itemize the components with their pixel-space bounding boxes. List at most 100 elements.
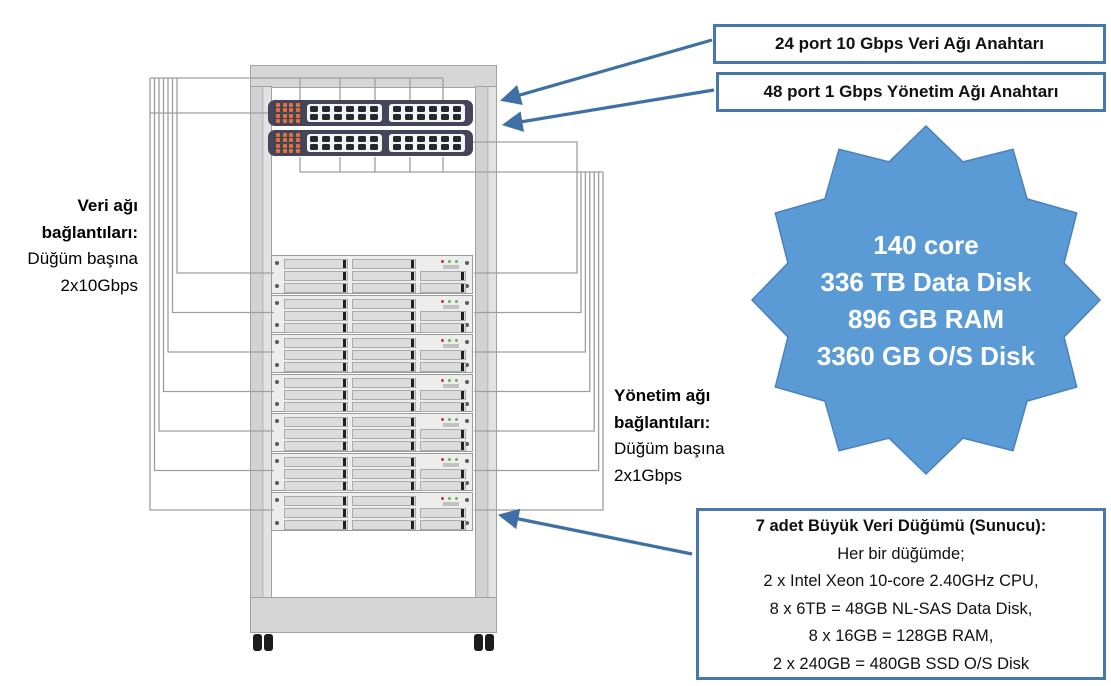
switch-port-strip [306,134,383,152]
server-node [271,452,473,491]
drive-tray [284,362,348,372]
status-led-green [455,339,458,342]
drive-tray [284,310,348,321]
drive-tray [284,338,348,348]
drive-tray [352,283,416,293]
ethernet-port-icon [405,136,414,150]
drive-tray [284,298,348,309]
status-led-red [441,260,444,263]
drive-tray [284,389,348,400]
drive-tray [352,468,416,479]
server-led-panel [420,496,460,506]
drive-tray [352,508,416,518]
drive-tray [420,362,466,372]
status-led-green [448,497,451,500]
rack-caster-left [253,634,273,651]
server-node [271,492,473,531]
switch-led-grid [276,132,300,154]
server-spec-line: 2 x 240GB = 480GB SSD O/S Disk [772,654,1030,673]
ethernet-port-icon [310,106,319,120]
ethernet-port-icon [346,136,355,150]
server-spec-heading: 7 adet Büyük Veri Düğümü (Sunucu): [755,517,1047,535]
status-led-red [441,378,444,382]
drive-tray [420,429,466,439]
drive-tray [352,310,416,321]
drive-tray [284,350,348,360]
ethernet-port-icon [358,106,367,120]
drive-tray [352,441,416,451]
ethernet-port-icon [370,106,379,120]
status-led-green [455,497,458,500]
server-spec-line: 8 x 16GB = 128GB RAM, [808,627,994,645]
drive-tray [420,441,466,451]
ethernet-port-icon [393,106,402,120]
drive-tray [420,283,466,293]
drive-tray [284,456,348,467]
drive-tray [352,338,416,348]
status-led-green [448,339,451,342]
server-node [271,255,473,294]
switch-port-strip [389,104,465,122]
switch-led-grid [276,102,300,124]
rack-base [250,597,497,633]
drive-tray [284,271,348,281]
ethernet-port-icon [370,136,379,150]
ethernet-port-icon [334,106,343,120]
drive-tray [352,496,416,506]
status-led-red [441,457,444,461]
drive-tray [284,322,348,333]
drive-tray [352,377,416,388]
server-led-panel [420,457,460,467]
drive-tray [420,310,466,321]
data-network-note: Veri ağı bağlantıları: Düğüm başına 2x10… [27,196,138,295]
status-led-green [455,457,458,461]
status-led-red [441,299,444,303]
status-led-green [448,260,451,263]
rack-caster-right [474,634,494,651]
mgmt-switch-label-box: 48 port 1 Gbps Yönetim Ağı Anahtarı [716,72,1106,112]
server-spec-line: 2 x Intel Xeon 10-core 2.40GHz CPU, [763,572,1039,590]
drive-tray [420,480,466,491]
drive-tray [284,508,348,518]
status-led-green [455,299,458,303]
server-node [271,334,473,373]
status-led-green [455,378,458,382]
drive-tray [352,456,416,467]
switch-port-strip [306,104,383,122]
drive-tray [284,401,348,412]
star-line-data-disk: 336 TB Data Disk [820,267,1032,297]
drive-tray [284,417,348,427]
drive-tray [352,417,416,427]
drive-tray [284,259,348,269]
ethernet-port-icon [322,136,331,150]
management-network-switch [268,130,473,156]
server-node [271,373,473,412]
drive-tray [284,441,348,451]
star-line-os-disk: 3360 GB O/S Disk [816,341,1036,371]
ethernet-port-icon [405,106,414,120]
summary-star-text: 140 core 336 TB Data Disk 896 GB RAM 336… [776,227,1076,375]
rack-left-rail [250,86,272,598]
ethernet-port-icon [417,106,426,120]
drive-tray [352,271,416,281]
drive-tray [284,377,348,388]
ethernet-port-icon [346,106,355,120]
status-led-red [441,418,444,421]
drive-tray [420,508,466,518]
ethernet-port-icon [358,136,367,150]
arrow-to-data-switch [500,38,713,105]
server-spec-line: Her bir düğümde; [837,544,965,563]
data-switch-label-box: 24 port 10 Gbps Veri Ağı Anahtarı [713,24,1106,64]
status-led-green [448,457,451,461]
star-line-ram: 896 GB RAM [847,304,1005,334]
drive-tray [352,401,416,412]
ethernet-port-icon [417,136,426,150]
drive-tray [352,520,416,530]
ethernet-port-icon [322,106,331,120]
server-led-panel [420,417,460,427]
drive-tray [284,496,348,506]
drive-tray [420,322,466,333]
drive-tray [420,401,466,412]
drive-tray [284,429,348,439]
ethernet-port-icon [334,136,343,150]
